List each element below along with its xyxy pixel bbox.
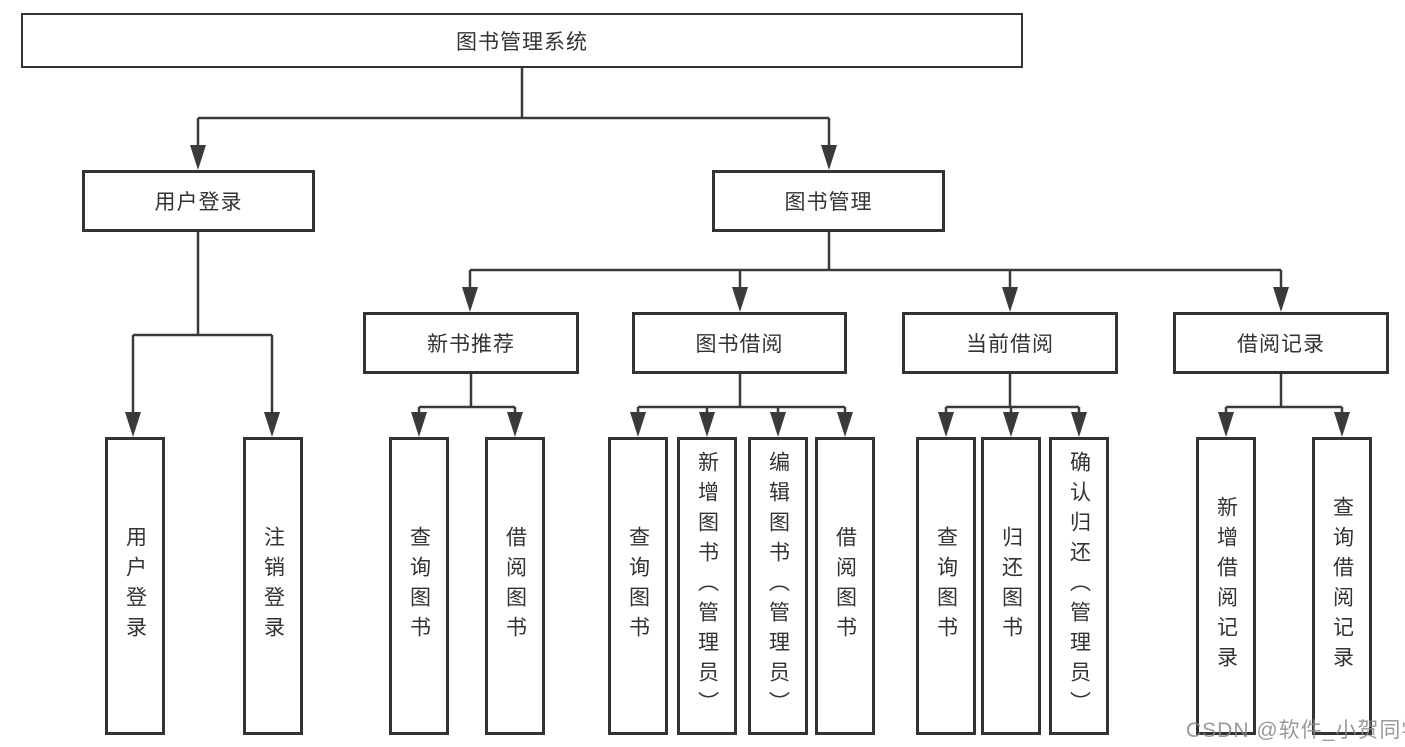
leaf-logout: 注销登录 bbox=[243, 437, 303, 735]
leaf-query-borrow-record: 查询借阅记录 bbox=[1312, 437, 1372, 735]
leaf-borrow-books-2: 借阅图书 bbox=[815, 437, 875, 735]
leaf-label: 新增图书（管理员） bbox=[695, 451, 719, 721]
leaf-label: 注销登录 bbox=[261, 526, 285, 646]
node-current-borrowing: 当前借阅 bbox=[902, 312, 1118, 374]
leaf-query-books-1: 查询图书 bbox=[389, 437, 449, 735]
leaf-query-books-3: 查询图书 bbox=[916, 437, 976, 735]
node-label: 当前借阅 bbox=[966, 333, 1054, 356]
node-label: 图书管理系统 bbox=[456, 30, 588, 54]
leaf-label: 查询借阅记录 bbox=[1330, 496, 1354, 676]
leaf-add-borrow-record: 新增借阅记录 bbox=[1196, 437, 1256, 735]
leaf-label: 编辑图书（管理员） bbox=[766, 451, 790, 721]
leaf-label: 确认归还（管理员） bbox=[1067, 451, 1091, 721]
leaf-return-books: 归还图书 bbox=[981, 437, 1041, 735]
leaf-label: 查询图书 bbox=[626, 526, 650, 646]
node-label: 用户登录 bbox=[154, 191, 243, 214]
leaf-label: 查询图书 bbox=[934, 526, 958, 646]
leaf-label: 用户登录 bbox=[123, 526, 147, 646]
node-library-management-system: 图书管理系统 bbox=[21, 13, 1023, 68]
leaf-confirm-return-admin: 确认归还（管理员） bbox=[1049, 437, 1109, 735]
leaf-user-login: 用户登录 bbox=[105, 437, 165, 735]
node-borrowing-records: 借阅记录 bbox=[1173, 312, 1389, 374]
node-label: 借阅记录 bbox=[1237, 333, 1325, 356]
node-book-borrowing: 图书借阅 bbox=[632, 312, 847, 374]
leaf-label: 借阅图书 bbox=[833, 526, 857, 646]
node-new-book-recommendation: 新书推荐 bbox=[363, 312, 579, 374]
leaf-add-books-admin: 新增图书（管理员） bbox=[677, 437, 737, 735]
leaf-label: 新增借阅记录 bbox=[1214, 496, 1238, 676]
leaf-label: 查询图书 bbox=[407, 526, 431, 646]
leaf-label: 归还图书 bbox=[999, 526, 1023, 646]
node-label: 图书管理 bbox=[784, 191, 873, 214]
node-label: 图书借阅 bbox=[695, 333, 784, 356]
leaf-borrow-books-1: 借阅图书 bbox=[485, 437, 545, 735]
node-book-management: 图书管理 bbox=[712, 170, 945, 232]
node-user-login: 用户登录 bbox=[82, 170, 315, 232]
watermark: CSDN @软件_小贺同学 bbox=[1186, 719, 1405, 742]
leaf-query-books-2: 查询图书 bbox=[608, 437, 668, 735]
node-label: 新书推荐 bbox=[427, 333, 515, 356]
leaf-edit-books-admin: 编辑图书（管理员） bbox=[748, 437, 808, 735]
leaf-label: 借阅图书 bbox=[503, 526, 527, 646]
